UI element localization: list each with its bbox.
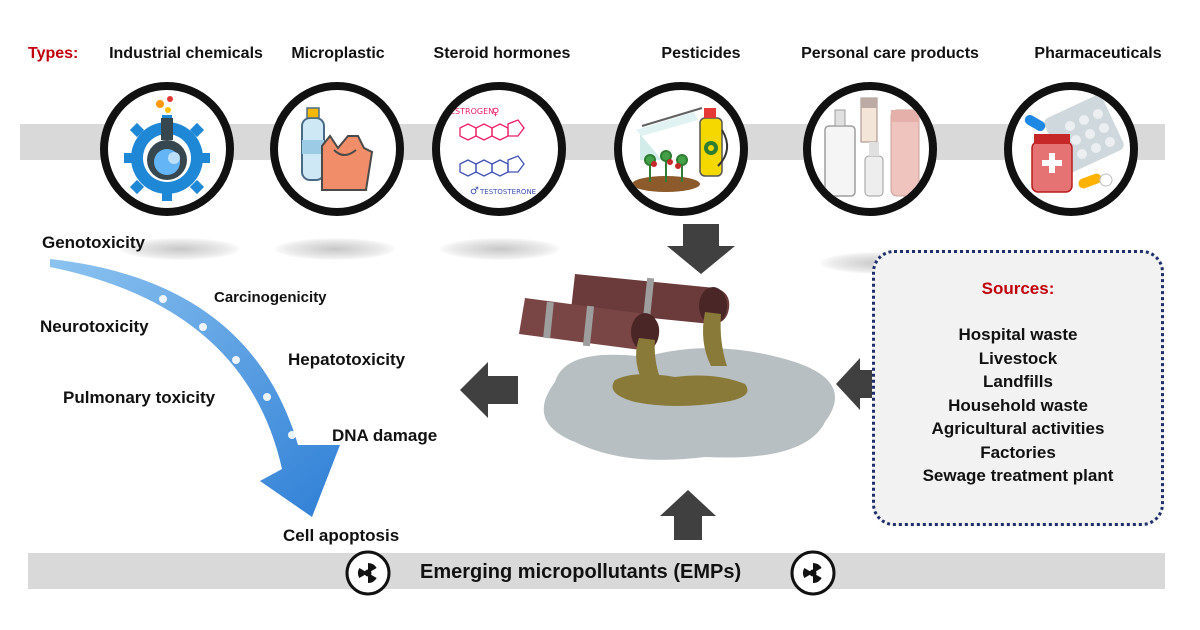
- circle-shadow: [440, 238, 560, 260]
- source-item: Factories: [980, 442, 1056, 462]
- svg-text:♀: ♀: [492, 107, 499, 118]
- types-label: Types:: [28, 45, 79, 62]
- source-item: Agricultural activities: [931, 419, 1105, 438]
- toxicity-progression-arrow: [50, 259, 340, 517]
- source-item: Livestock: [978, 348, 1058, 368]
- estrogen-text: ESTROGEN: [450, 107, 494, 116]
- emps-title: Emerging micropollutants (EMPs): [420, 561, 742, 583]
- type-label-microplastic: Microplastic: [291, 45, 385, 62]
- type-label-pharmaceuticals: Pharmaceuticals: [1034, 45, 1162, 62]
- type-label-steroid-hormones: Steroid hormones: [433, 45, 571, 62]
- microplastic-icon: [270, 82, 404, 216]
- svg-text:♂: ♂: [470, 186, 479, 197]
- type-label-pesticides: Pesticides: [661, 45, 741, 62]
- down-arrow-icon: [667, 224, 735, 274]
- personal-care-icon: [803, 82, 937, 216]
- steroid-hormones-icon: ESTROGEN ♀ ♂ TESTOSTERONE: [432, 82, 566, 216]
- effect-hepatotoxicity: Hepatotoxicity: [288, 350, 406, 369]
- effect-neurotoxicity: Neurotoxicity: [40, 317, 149, 336]
- effect-genotoxicity: Genotoxicity: [42, 233, 145, 252]
- circle-shadow: [120, 238, 240, 260]
- up-arrow-icon: [660, 490, 716, 540]
- effect-pulmonary-toxicity: Pulmonary toxicity: [63, 388, 216, 407]
- source-item: Household waste: [948, 395, 1088, 415]
- pesticides-icon: [614, 82, 748, 216]
- radiation-icon-right: [790, 550, 836, 596]
- sources-list: Hospital waste Livestock Landfills House…: [875, 323, 1161, 488]
- effect-dna-damage: DNA damage: [332, 426, 438, 445]
- pipes-effluent-illustration: [519, 274, 835, 460]
- bottom-band: [28, 553, 1165, 589]
- sources-title: Sources:: [981, 279, 1055, 298]
- testosterone-text: TESTOSTERONE: [479, 188, 536, 196]
- type-label-industrial-chemicals: Industrial chemicals: [109, 45, 263, 62]
- pharmaceuticals-icon: [1004, 82, 1138, 216]
- effect-carcinogenicity: Carcinogenicity: [214, 289, 327, 306]
- source-item: Hospital waste: [958, 325, 1078, 344]
- industrial-chemicals-icon: [100, 82, 234, 216]
- effect-cell-apoptosis: Cell apoptosis: [283, 526, 400, 545]
- source-item: Landfills: [983, 372, 1053, 391]
- circle-shadow: [275, 238, 395, 260]
- sources-box: Sources: Hospital waste Livestock Landfi…: [872, 250, 1164, 526]
- radiation-icon-left: [345, 550, 391, 596]
- left-arrow-icon: [460, 362, 518, 418]
- source-item: Sewage treatment plant: [922, 466, 1114, 485]
- type-label-personal-care-products: Personal care products: [801, 45, 979, 62]
